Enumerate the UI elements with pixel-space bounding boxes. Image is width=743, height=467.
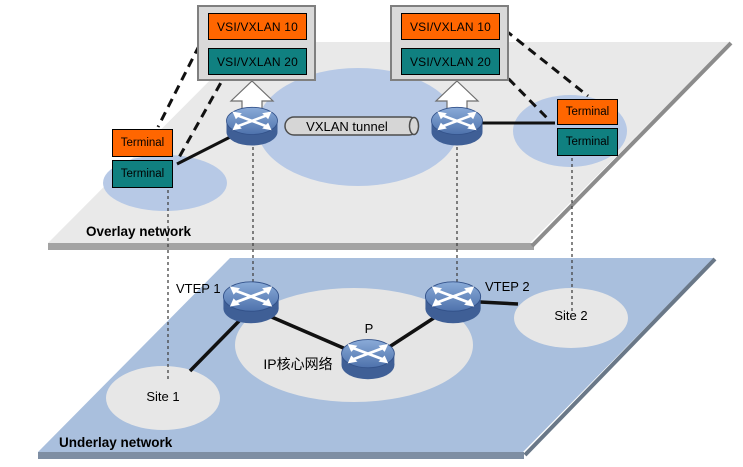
overlay-network-label: Overlay network xyxy=(86,224,192,239)
link-vtep2-site2 xyxy=(479,300,519,306)
vxlan-tunnel-label: VXLAN tunnel xyxy=(306,118,388,134)
terminal-box-left-top: Terminal xyxy=(112,129,173,157)
router-icon-vtep1 xyxy=(222,280,281,325)
site2-ellipse xyxy=(514,288,628,348)
vsi-vxlan20-box-right: VSI/VXLAN 20 xyxy=(401,48,500,75)
vtep2-label: VTEP 2 xyxy=(485,279,530,294)
overlay-plane-right-edge xyxy=(530,41,733,248)
site1-label: Site 1 xyxy=(146,389,180,404)
underlay-plane-right-edge xyxy=(523,257,717,457)
overlay-plane-front-edge xyxy=(48,243,534,250)
vsi-vxlan10-box-left: VSI/VXLAN 10 xyxy=(208,13,307,40)
dashed-map-right-vxlan20 xyxy=(496,66,552,123)
underlay-network-label: Underlay network xyxy=(59,435,173,450)
p-router-label: P xyxy=(364,321,374,336)
vsi-panel-right: VSI/VXLAN 10 VSI/VXLAN 20 xyxy=(390,5,509,81)
dashed-map-left-vxlan20 xyxy=(175,69,230,162)
vsi-vxlan10-box-right: VSI/VXLAN 10 xyxy=(401,13,500,40)
router-icon-overlay-left xyxy=(225,106,279,147)
dashed-map-right-vxlan10 xyxy=(504,28,589,98)
site1-ellipse xyxy=(106,366,220,430)
vtep1-label: VTEP 1 xyxy=(176,281,221,296)
terminal-box-left-bottom: Terminal xyxy=(112,160,173,188)
terminal-box-right-bottom: Terminal xyxy=(557,128,618,156)
vsi-vxlan20-box-left: VSI/VXLAN 20 xyxy=(208,48,307,75)
site2-label: Site 2 xyxy=(554,308,588,323)
vsi-panel-left: VSI/VXLAN 10 VSI/VXLAN 20 xyxy=(197,5,316,81)
router-icon-vtep2 xyxy=(424,280,483,325)
link-site1-vtep1 xyxy=(188,315,245,373)
ip-core-label: IP核心网络 xyxy=(263,356,333,372)
link-vtep1-p xyxy=(259,310,356,355)
terminal-box-right-top: Terminal xyxy=(557,99,618,125)
vxlan-tunnel-icon xyxy=(284,116,420,136)
underlay-plane-front-edge xyxy=(38,452,524,459)
router-icon-overlay-right xyxy=(430,106,484,147)
